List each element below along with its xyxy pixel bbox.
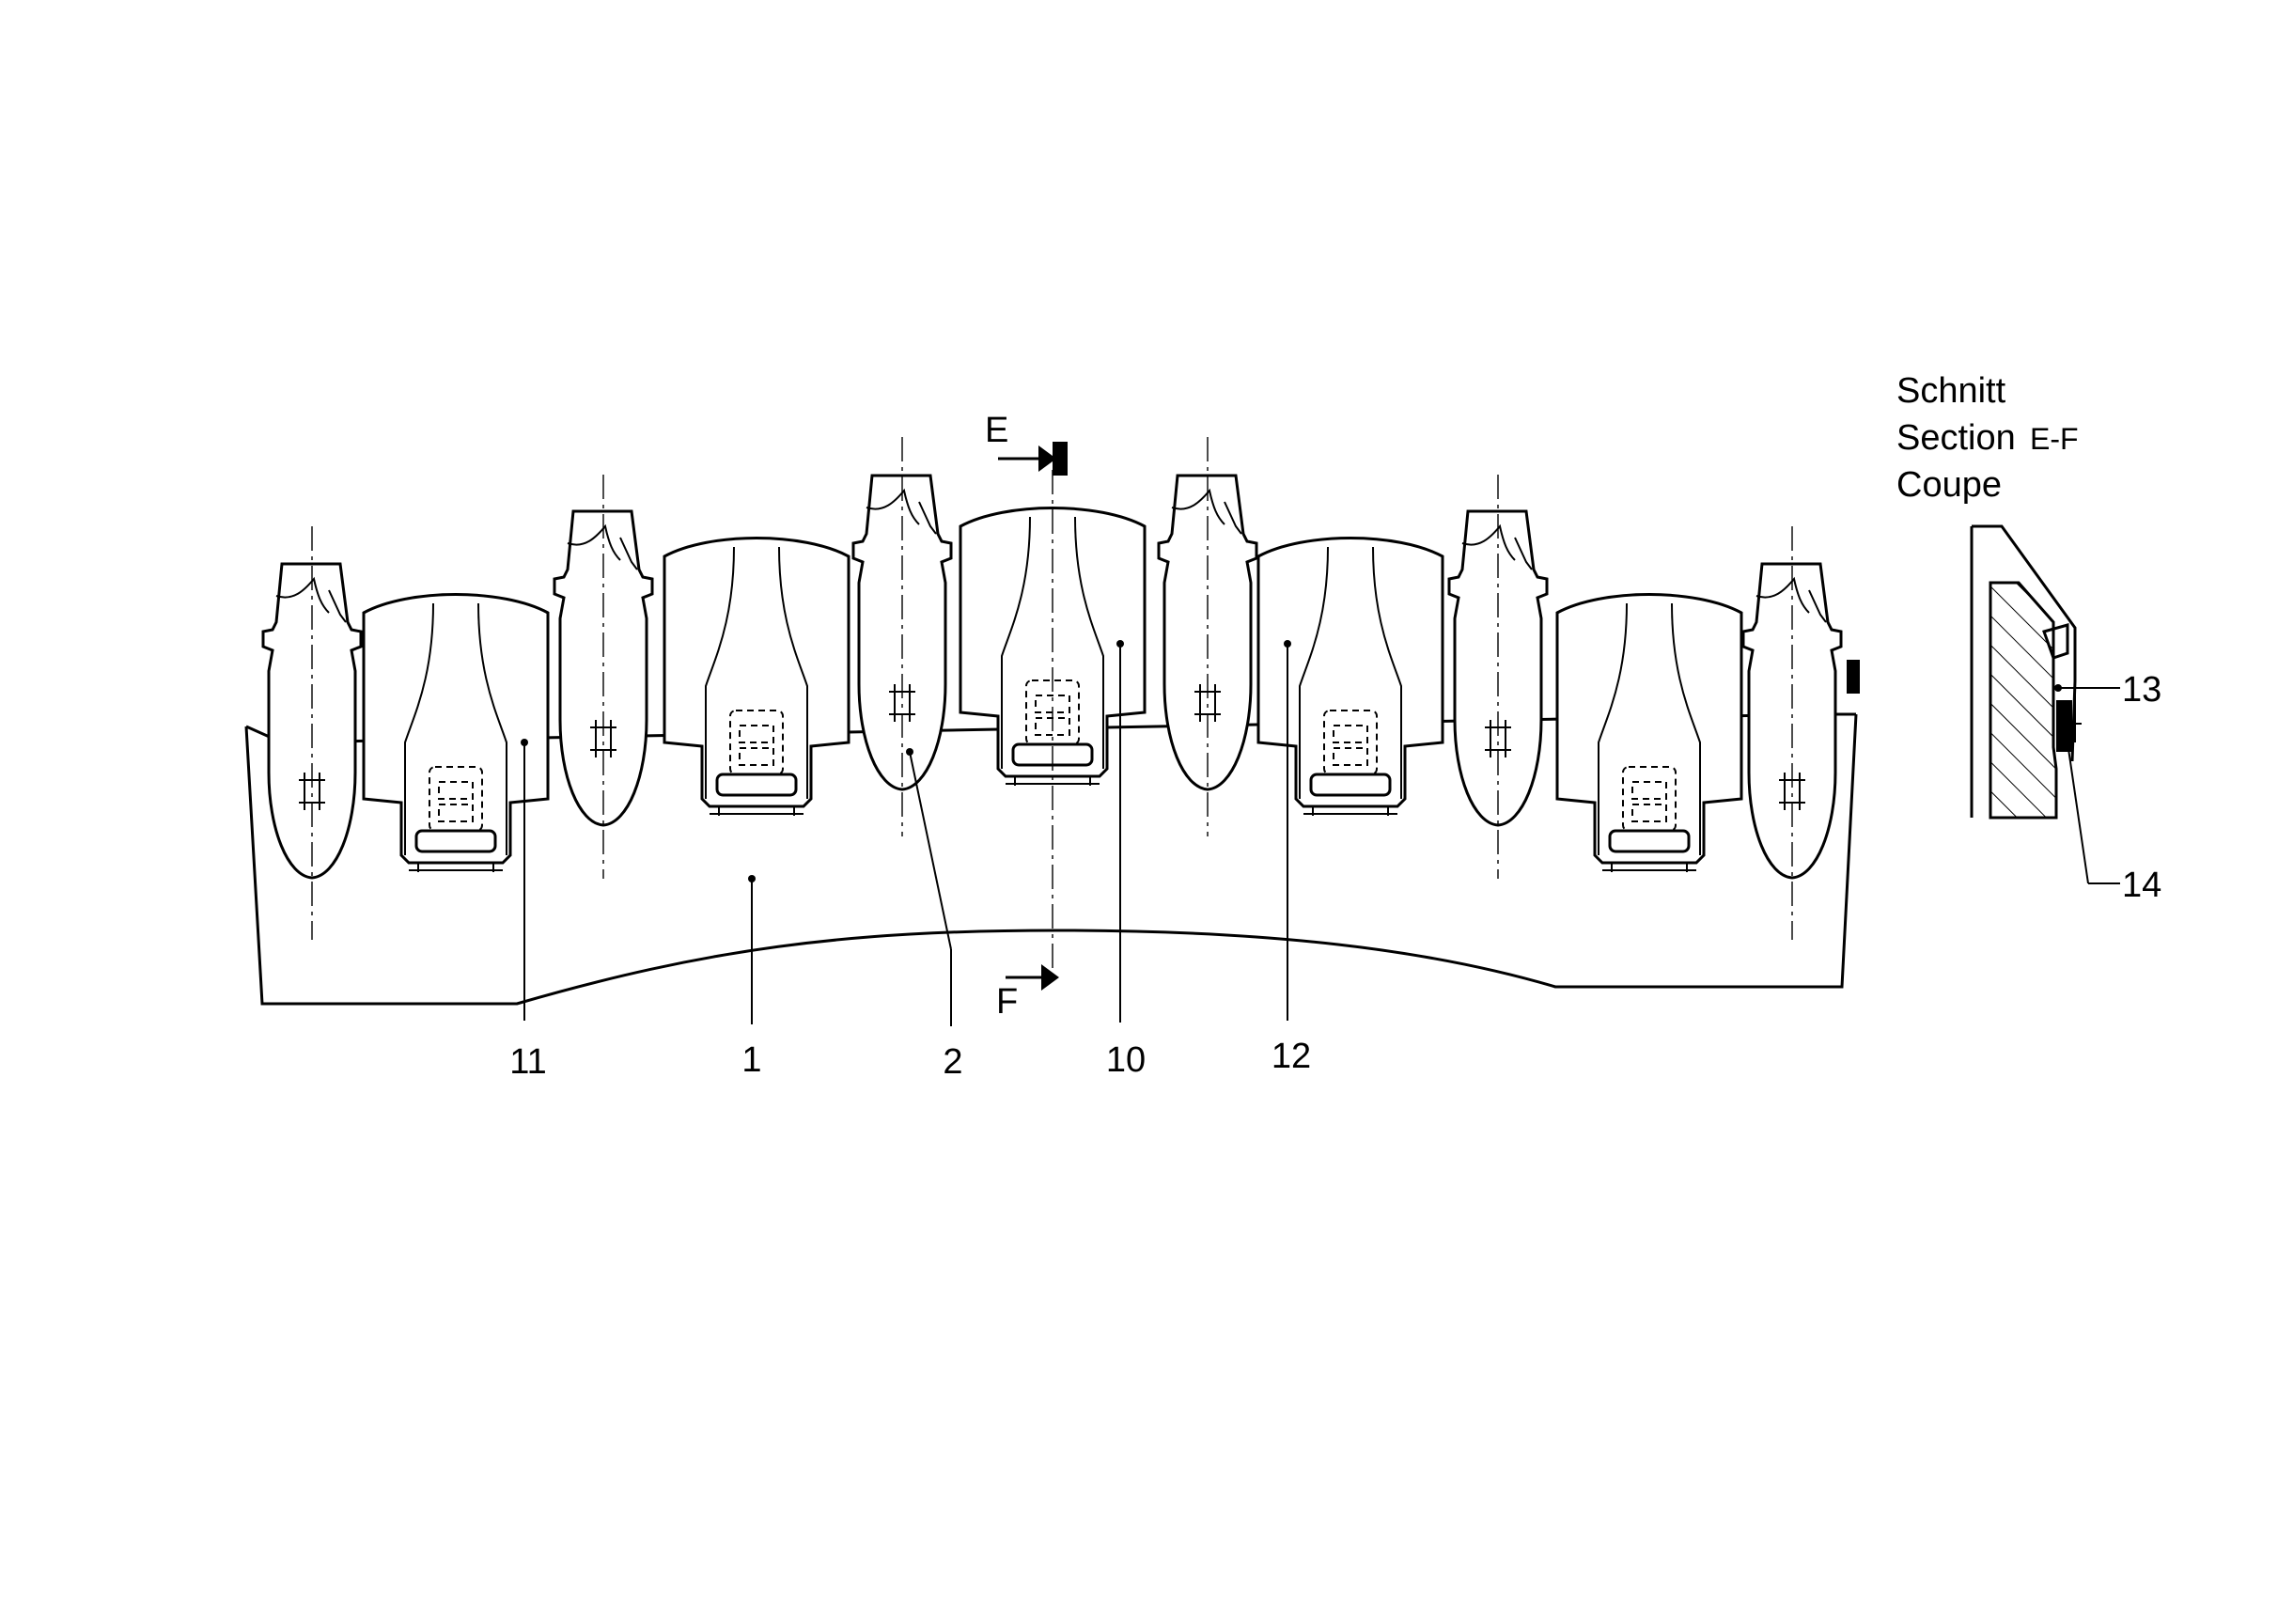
- cut-marker-f-label: F: [996, 982, 1018, 1022]
- cut-marker-e-label: E: [985, 411, 1008, 450]
- callout-10: 10: [1106, 1040, 1146, 1080]
- callout-14: 14: [2122, 866, 2161, 905]
- segment-1: [362, 593, 550, 874]
- center-lines: [311, 437, 1793, 977]
- section-title-line1: Schnitt: [1896, 371, 2006, 411]
- section-title-block: Schnitt Section E-F Coupe: [1896, 371, 2079, 505]
- callout-2: 2: [943, 1042, 962, 1082]
- section-e-f-detail: 13 14: [1970, 524, 2161, 905]
- segment-2: [663, 537, 850, 818]
- section-title-line2-suffix: E-F: [2030, 422, 2079, 456]
- section-title-line2: Section: [1896, 418, 2016, 458]
- callout-13: 13: [2122, 670, 2161, 710]
- callout-12: 12: [1272, 1037, 1311, 1076]
- section-cut-markers: E F: [985, 411, 1860, 1022]
- segment-5: [1555, 593, 1743, 874]
- section-title-line3: Coupe: [1896, 465, 2002, 505]
- callout-1: 1: [741, 1040, 761, 1080]
- segment-4: [1256, 537, 1444, 818]
- callout-11: 11: [509, 1042, 546, 1082]
- callout-labels: 11 1 2 10 12: [509, 1037, 1311, 1082]
- leader-lines: [521, 640, 1291, 1026]
